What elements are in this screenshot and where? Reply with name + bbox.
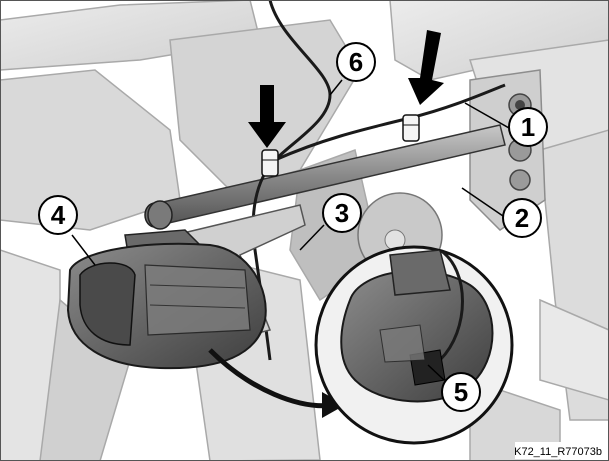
callout-6: 6 xyxy=(329,42,376,96)
callout-2-label: 2 xyxy=(515,203,529,233)
callout-4: 4 xyxy=(38,195,96,266)
callout-2: 2 xyxy=(461,187,542,238)
auxiliary-light xyxy=(66,200,267,370)
callout-3-label: 3 xyxy=(335,198,349,228)
reference-code: K72_11_R77073b xyxy=(514,446,602,458)
zoom-arrow-head xyxy=(322,392,345,418)
cable-tie-right xyxy=(402,114,420,142)
detail-inset xyxy=(314,245,514,445)
reference-code-box xyxy=(515,442,605,459)
callout-1-label: 1 xyxy=(521,112,535,142)
down-arrow-icon xyxy=(248,85,286,148)
cable-tie-left xyxy=(261,149,279,177)
callout-6-label: 6 xyxy=(349,47,363,77)
callout-5-label: 5 xyxy=(454,377,468,407)
callout-3: 3 xyxy=(299,193,362,251)
callout-4-label: 4 xyxy=(51,200,66,230)
down-arrow-icon xyxy=(408,30,444,105)
callout-5: 5 xyxy=(427,364,481,412)
callout-1: 1 xyxy=(464,102,548,147)
